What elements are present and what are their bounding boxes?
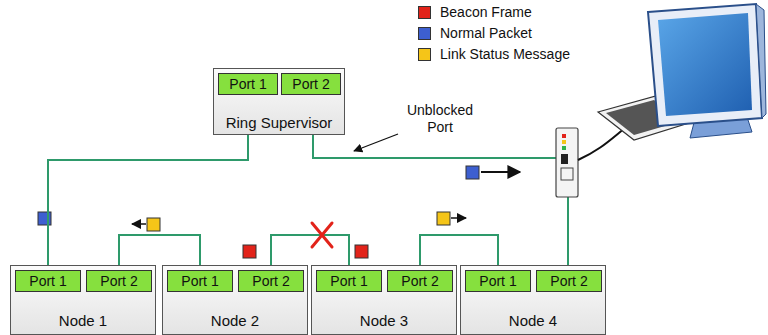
device-name: Node 2	[163, 312, 307, 330]
port-cell: Port 1	[316, 270, 382, 292]
device-box: Node 4 Port 1 Port 2	[460, 265, 606, 335]
computer-monitor	[648, 4, 766, 138]
legend-entry: Link Status Message	[418, 46, 570, 62]
ring-link	[119, 235, 200, 265]
legend-swatch	[418, 48, 431, 61]
device-name: Ring Supervisor	[214, 114, 344, 132]
legend-swatch	[418, 27, 431, 40]
switch-device	[556, 128, 578, 197]
legend-label: Link Status Message	[440, 46, 570, 62]
port-cell: Port 2	[281, 73, 341, 95]
normal-packet	[466, 166, 479, 179]
legend-entry: Normal Packet	[418, 25, 532, 41]
port-label: Port 2	[550, 272, 587, 290]
computer-cable	[578, 128, 625, 160]
beacon-packet	[243, 245, 256, 258]
link-status-packet	[147, 218, 160, 231]
device-name: Node 4	[461, 312, 605, 330]
ring-link	[48, 135, 248, 265]
port-cell: Port 2	[238, 270, 304, 292]
port-cell: Port 2	[536, 270, 602, 292]
device-box: Node 3 Port 1 Port 2	[311, 265, 457, 335]
port-cell: Port 1	[15, 270, 81, 292]
direction-arrow	[132, 223, 146, 225]
callout-label: Unblocked Port	[398, 102, 482, 136]
port-label: Port 2	[292, 75, 329, 93]
device-name: Node 3	[312, 312, 456, 330]
ring-wire	[567, 197, 569, 265]
link-break-mark	[312, 223, 332, 247]
port-cell: Port 1	[218, 73, 278, 95]
legend-swatch	[418, 6, 431, 19]
port-label: Port 1	[29, 272, 66, 290]
port-label: Port 2	[100, 272, 137, 290]
port-label: Port 1	[229, 75, 266, 93]
device-box: Node 1 Port 1 Port 2	[10, 265, 156, 335]
port-cell: Port 1	[465, 270, 531, 292]
ring-wire	[313, 135, 556, 158]
legend-entry: Beacon Frame	[418, 4, 532, 20]
legend-label: Beacon Frame	[440, 4, 532, 20]
device-box: Ring Supervisor Port 1 Port 2	[213, 68, 345, 135]
ring-link	[271, 235, 349, 265]
normal-packet	[38, 212, 51, 225]
port-label: Port 1	[330, 272, 367, 290]
port-label: Port 1	[479, 272, 516, 290]
port-label: Port 2	[252, 272, 289, 290]
port-cell: Port 2	[387, 270, 453, 292]
port-cell: Port 1	[167, 270, 233, 292]
link-status-packet	[437, 212, 450, 225]
beacon-packet	[355, 245, 368, 258]
leader-arrow	[354, 134, 398, 151]
port-label: Port 2	[401, 272, 438, 290]
direction-arrow	[481, 171, 520, 173]
direction-arrow	[451, 217, 466, 219]
port-label: Port 1	[181, 272, 218, 290]
port-cell: Port 2	[86, 270, 152, 292]
ring-link	[420, 235, 498, 265]
device-box: Node 2 Port 1 Port 2	[162, 265, 308, 335]
device-name: Node 1	[11, 312, 155, 330]
legend-label: Normal Packet	[440, 25, 532, 41]
